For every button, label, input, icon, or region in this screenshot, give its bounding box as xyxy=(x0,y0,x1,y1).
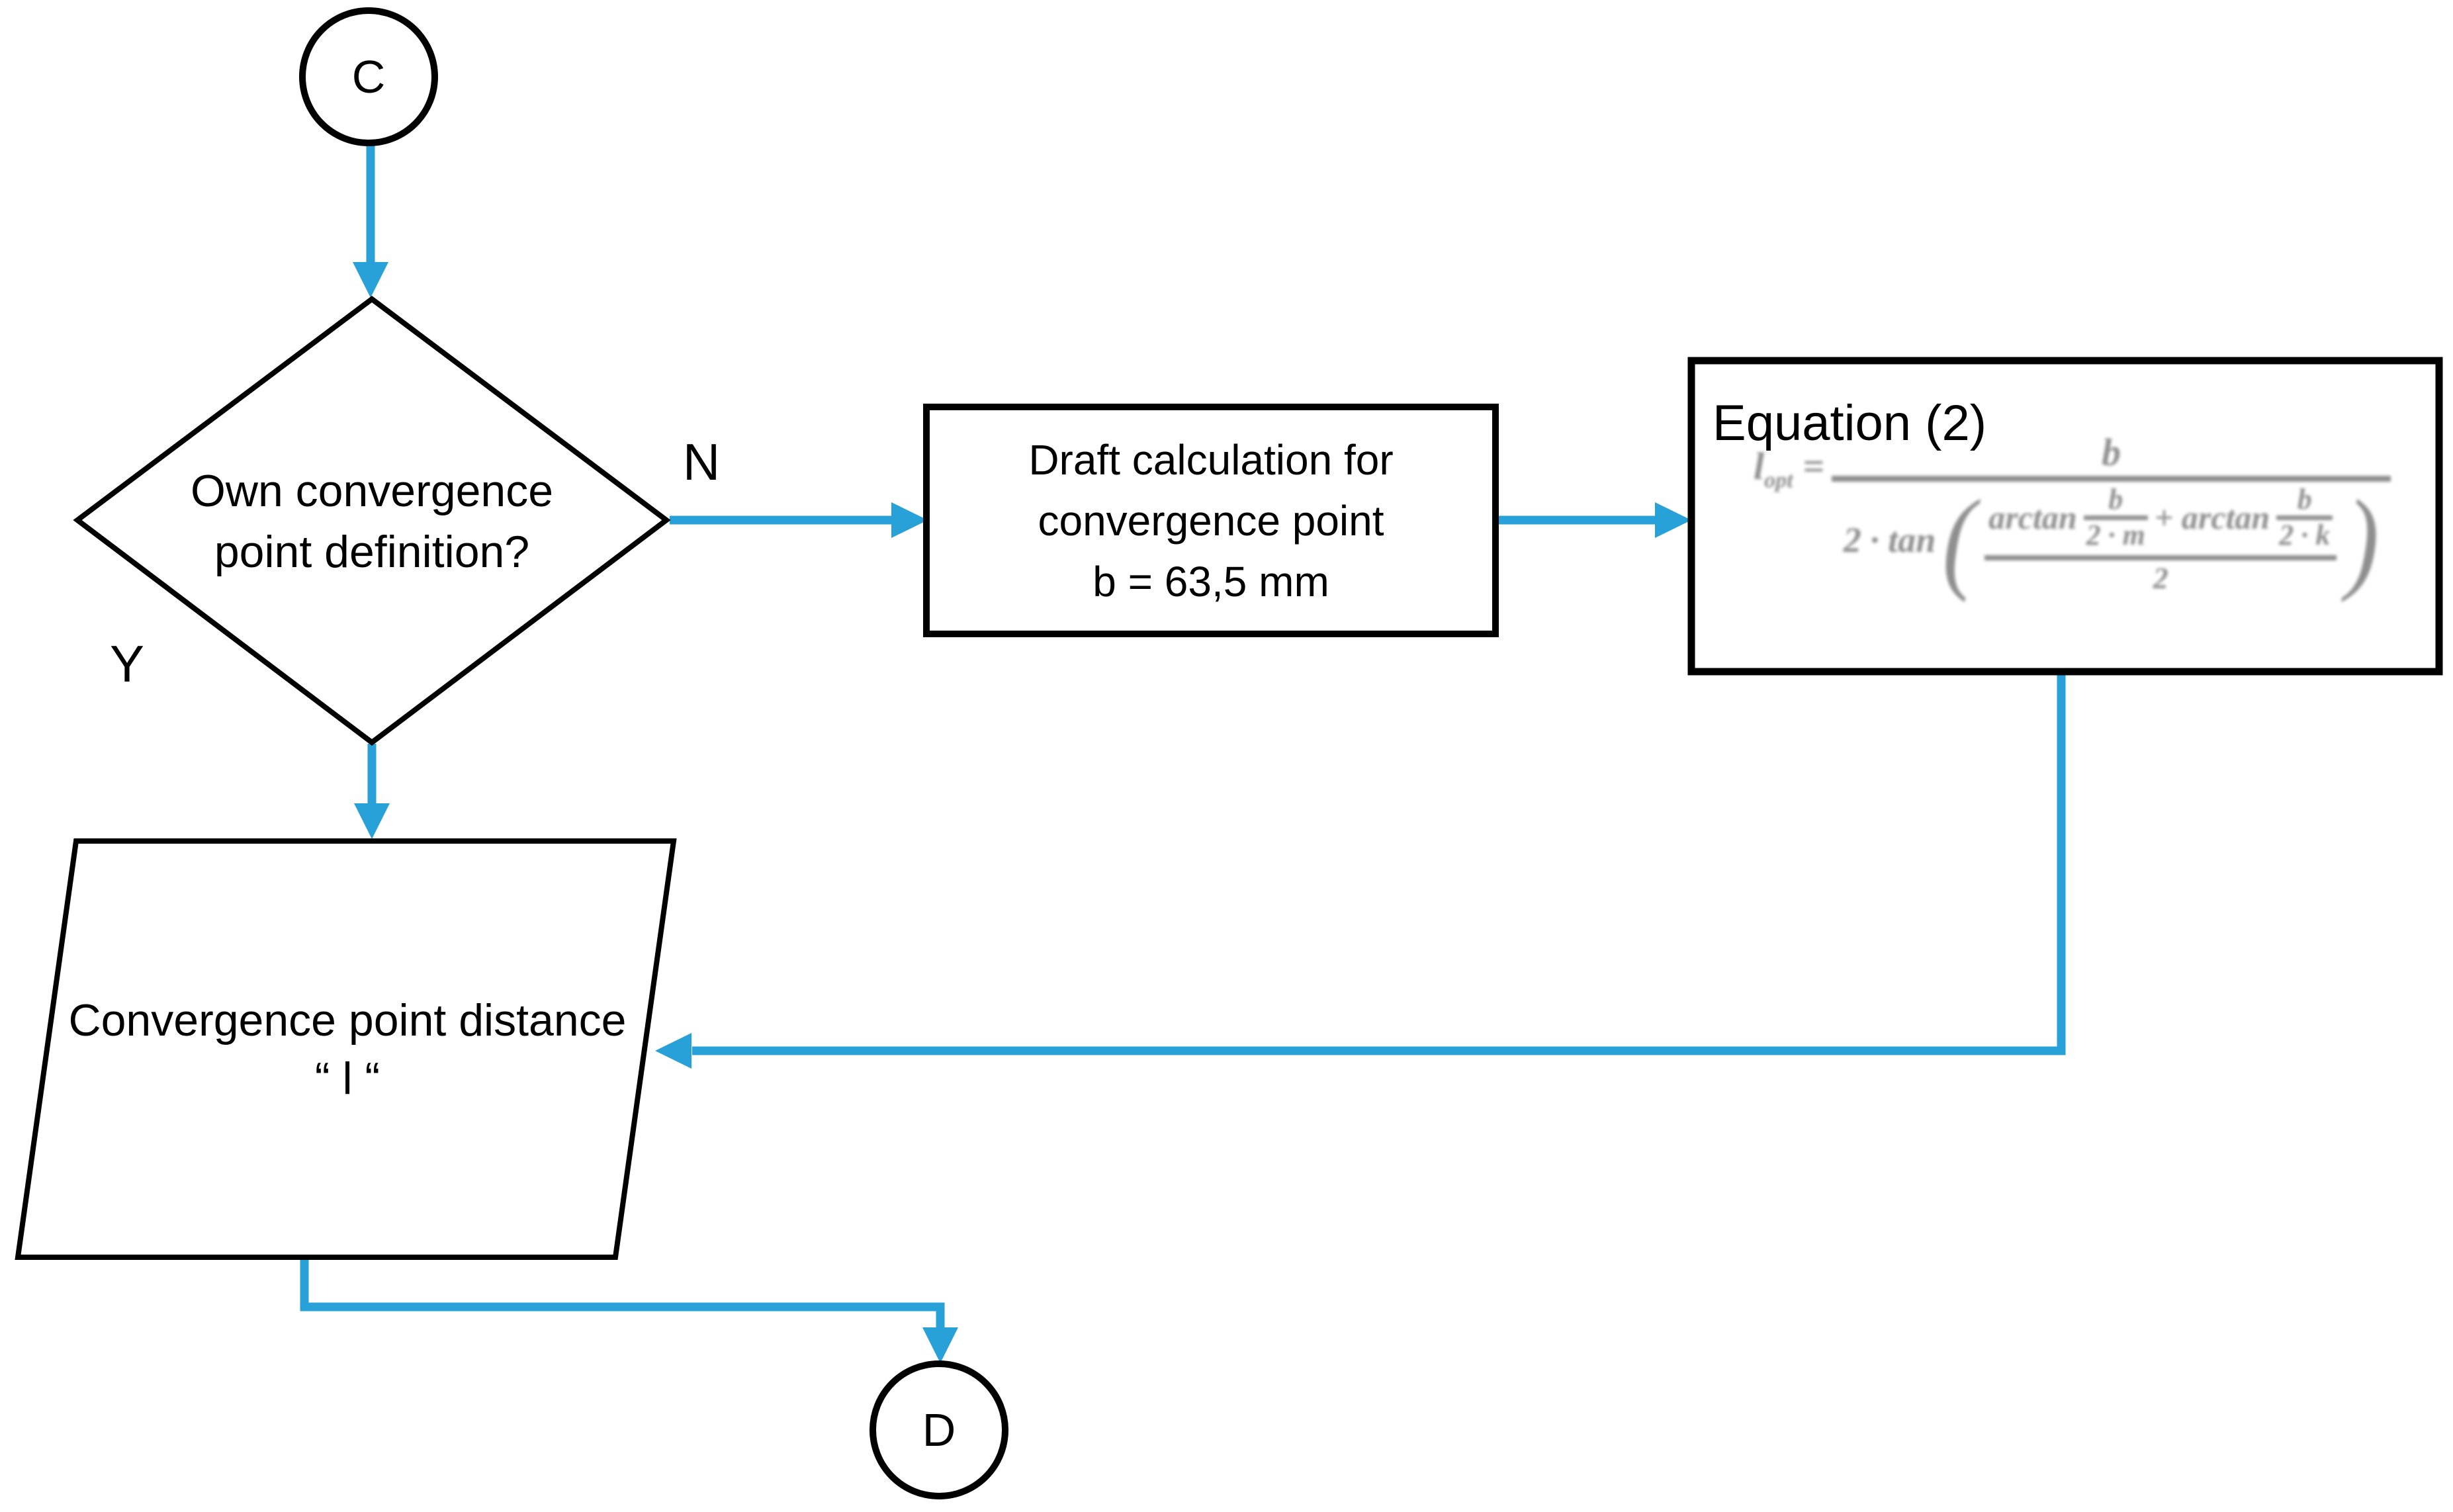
equation-frac2-den: 2 · k xyxy=(2279,518,2331,551)
equation-den-prefix: 2 · tan xyxy=(1843,519,1936,560)
process-line-1: Draft calculation for xyxy=(1028,435,1394,484)
start-connector-text: C xyxy=(351,51,386,103)
equation-inner-denominator: 2 xyxy=(2153,561,2168,596)
equation-main-denominator: 2 · tan ( arctan b 2 · m + arctan b xyxy=(1843,476,2380,603)
start-connector-circle xyxy=(299,7,438,146)
arrow-io-to-d-line xyxy=(300,1259,945,1329)
end-connector-label: D xyxy=(873,1397,1005,1463)
arrow-c-to-decision-head xyxy=(353,262,388,298)
equation-inner-fraction: arctan b 2 · m + arctan b 2 · k xyxy=(1985,484,2337,596)
arrow-decision-to-io-head xyxy=(354,803,390,839)
io-line-1: Convergence point distance xyxy=(68,995,627,1045)
equation-lhs-subscript: opt xyxy=(1764,468,1793,493)
equation-close-paren: ) xyxy=(2346,476,2380,603)
decision-label: Own convergence point definition? xyxy=(107,459,637,584)
arrow-process-to-equation-head xyxy=(1655,502,1691,538)
equation-frac2-bar xyxy=(2276,515,2333,520)
decision-line-2: point definition? xyxy=(214,527,530,577)
branch-no-text: N xyxy=(682,433,721,491)
equation-arctan-1: arctan xyxy=(1988,498,2077,536)
decision-diamond xyxy=(73,295,671,746)
equation-open-paren: ( xyxy=(1942,476,1976,603)
end-connector-text: D xyxy=(922,1404,956,1456)
equation-inner-fraction-bar xyxy=(1985,555,2337,561)
io-label: Convergence point distance “ l “ xyxy=(50,987,645,1112)
equation-frac1-den: 2 · m xyxy=(2086,518,2145,551)
equation-main-fraction-bar xyxy=(1832,475,2391,482)
end-connector-circle xyxy=(870,1360,1008,1499)
equation-mini-fraction-2: b 2 · k xyxy=(2276,484,2333,551)
equation-equals-sign: = xyxy=(1803,445,1825,488)
process-label: Draft calculation for convergence point … xyxy=(926,407,1495,634)
equation-frac2-num: b xyxy=(2297,482,2312,515)
io-parallelogram xyxy=(15,838,677,1260)
equation-lhs-var: l xyxy=(1754,445,1765,488)
equation-inner-numerator: arctan b 2 · m + arctan b 2 · k xyxy=(1985,484,2337,553)
equation-plus-arctan: + arctan xyxy=(2154,498,2270,536)
equation-frac1-num: b xyxy=(2108,482,2123,515)
arrow-decision-to-process-head xyxy=(891,502,928,538)
process-line-2: convergence point xyxy=(1038,496,1384,545)
equation-main-numerator: b xyxy=(2102,431,2121,474)
decision-line-1: Own convergence xyxy=(190,466,554,516)
equation-main-fraction: b 2 · tan ( arctan b 2 · m + arctan xyxy=(1832,431,2391,603)
process-box xyxy=(923,404,1499,637)
equation-lhs: lopt = xyxy=(1754,447,1824,492)
branch-yes-label: Y xyxy=(94,634,160,693)
io-line-2: “ l “ xyxy=(314,1053,380,1104)
start-connector-label: C xyxy=(302,44,435,110)
equation-title: Equation (2) xyxy=(1713,395,1987,451)
branch-no-label: N xyxy=(668,432,735,492)
equation-mini-fraction-1: b 2 · m xyxy=(2083,482,2148,551)
equation-frac1-bar xyxy=(2083,515,2148,520)
arrow-io-to-d-head xyxy=(922,1327,958,1363)
arrow-equation-to-io-line xyxy=(692,674,2066,1055)
process-line-3: b = 63,5 mm xyxy=(1093,557,1329,605)
branch-yes-text: Y xyxy=(109,635,145,693)
arrow-equation-to-io-head xyxy=(655,1033,691,1069)
